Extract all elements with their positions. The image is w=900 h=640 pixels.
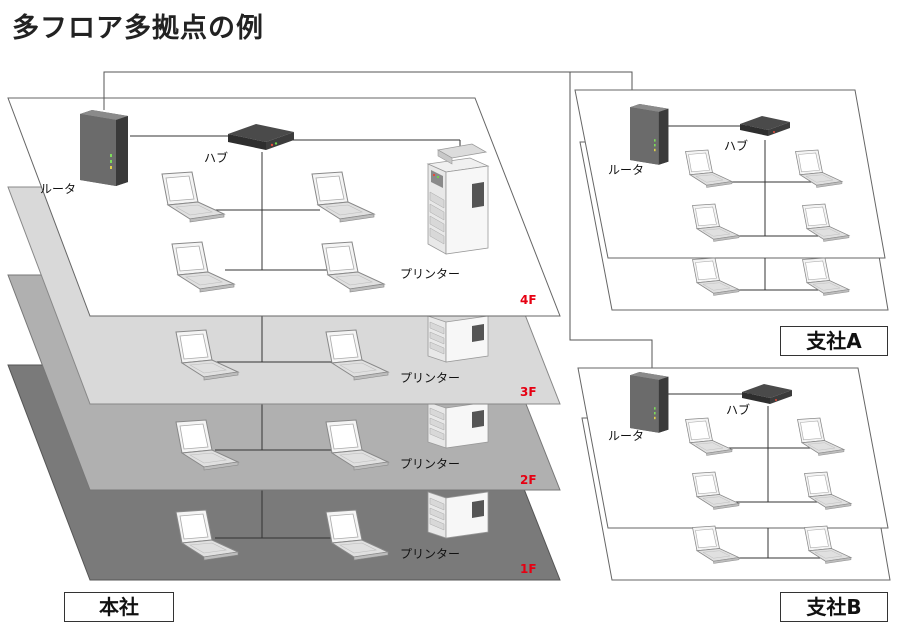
floor-4f: ルータ ハブ プリンター 4F [7, 97, 561, 317]
site-label-branch-b: 支社B [780, 592, 888, 622]
hub-label: ハブ [726, 402, 750, 417]
printer-label: プリンター [400, 267, 460, 281]
printer-icon [427, 401, 489, 449]
printer-icon [427, 491, 489, 539]
site-label-honsha: 本社 [64, 592, 174, 622]
site-label-branch-a: 支社A [780, 326, 888, 356]
printer-icon [427, 315, 489, 363]
router-label: ルータ [608, 163, 644, 177]
router-icon [630, 104, 669, 165]
branch-b: ルータ ハブ [577, 367, 891, 581]
page-title: 多フロア多拠点の例 [12, 13, 264, 44]
floor-label-3f: 3F [520, 385, 537, 399]
branch-a: ルータ ハブ [574, 89, 889, 311]
printer-label: プリンター [400, 457, 460, 471]
floor-label-2f: 2F [520, 473, 537, 487]
printer-label: プリンター [400, 371, 460, 385]
hub-label: ハブ [204, 150, 228, 165]
printer-label: プリンター [400, 547, 460, 561]
wan-links [103, 71, 653, 372]
hub-label: ハブ [724, 138, 748, 153]
floor-label-1f: 1F [520, 562, 537, 576]
router-label: ルータ [608, 429, 644, 443]
floor-label-4f: 4F [520, 293, 537, 307]
router-icon [630, 372, 669, 433]
router-icon [80, 110, 128, 186]
router-label: ルータ [40, 182, 76, 196]
